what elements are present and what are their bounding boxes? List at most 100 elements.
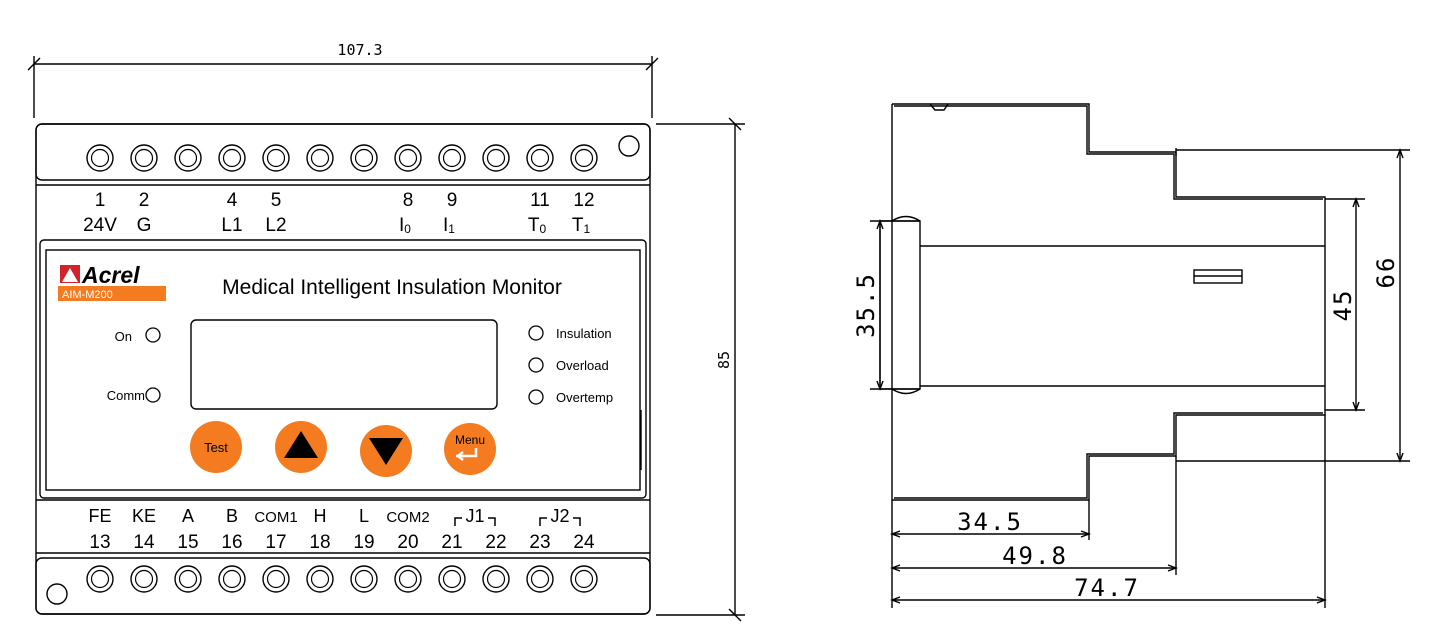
led-label-insulation: Insulation (556, 326, 612, 341)
terminal-screw-head (266, 569, 286, 589)
terminal-screw (130, 144, 158, 172)
terminal-screw-head (398, 569, 418, 589)
terminal-screw-head (574, 148, 594, 168)
menu-button[interactable]: Menu (444, 423, 496, 475)
front-panel (45, 249, 641, 491)
side-dim-66: 66 (1372, 256, 1400, 289)
relay-group-j2: J2 (550, 506, 569, 526)
terminal-screw-head (266, 148, 286, 168)
bottom-terminal-label: COM1 (254, 509, 297, 526)
top-terminal-number: 1 (95, 190, 106, 211)
terminal-screw-head (90, 148, 110, 168)
top-terminal-label: 24V (83, 215, 117, 236)
top-terminal-subscript: 0 (404, 222, 411, 236)
corner-screw (618, 135, 640, 157)
bottom-terminal-label: KE (132, 506, 156, 526)
menu-button-label: Menu (455, 433, 485, 447)
up-button[interactable] (275, 421, 327, 473)
top-terminal-label: G (137, 215, 152, 236)
side-dim-74-7: 74.7 (1074, 574, 1140, 602)
bottom-terminal-number: 13 (89, 532, 110, 553)
top-terminal-number: 4 (227, 190, 238, 211)
terminal-screw (218, 565, 246, 593)
terminal-screw-head (530, 148, 550, 168)
terminal-screw (350, 144, 378, 172)
led-on-indicator (145, 327, 161, 343)
terminal-screw-head (222, 148, 242, 168)
up-arrow-icon (284, 431, 318, 458)
terminal-screw-head (310, 148, 330, 168)
terminal-screw-head (354, 148, 374, 168)
width-dimension-label: 107.3 (337, 41, 382, 59)
test-button-label: Test (204, 440, 228, 455)
corner-screw (46, 583, 68, 605)
side-dim-34-5: 34.5 (957, 508, 1023, 536)
terminal-screw (438, 565, 466, 593)
top-terminal-number: 8 (403, 190, 414, 211)
bottom-terminal-number: 15 (177, 532, 198, 553)
terminal-screw (130, 565, 158, 593)
terminal-screw (350, 565, 378, 593)
led-overload-indicator (528, 357, 544, 373)
top-terminal-number: 12 (573, 190, 594, 211)
top-terminal-subscript: 1 (583, 222, 590, 236)
led-label-comm: Comm (107, 388, 145, 403)
bottom-terminal-number: 19 (353, 532, 374, 553)
top-terminal-number: 5 (271, 190, 282, 211)
top-terminal-number: 2 (139, 190, 150, 211)
down-button[interactable] (360, 425, 412, 477)
side-front-block (879, 220, 921, 390)
terminal-screw (482, 565, 510, 593)
bottom-terminal-number: 18 (309, 532, 330, 553)
led-label-overtemp: Overtemp (556, 390, 613, 405)
led-label-on: On (115, 329, 132, 344)
terminal-screw-head (486, 148, 506, 168)
terminal-screw-head (178, 148, 198, 168)
side-profile-outline (870, 103, 1410, 608)
bottom-terminal-label: H (314, 506, 327, 526)
terminal-screw-head (574, 569, 594, 589)
terminal-screw-head (442, 569, 462, 589)
down-arrow-icon (369, 438, 403, 465)
relay-group-j1: J1 (465, 506, 484, 526)
led-overtemp-indicator (528, 389, 544, 405)
bottom-terminal-screws (86, 565, 598, 593)
terminal-screw-head (90, 569, 110, 589)
bottom-terminal-number: 23 (529, 532, 550, 553)
bottom-terminal-label: FE (88, 506, 111, 526)
terminal-screw (570, 144, 598, 172)
terminal-screw-head (442, 148, 462, 168)
top-terminal-subscript: 1 (448, 222, 455, 236)
terminal-screw (526, 144, 554, 172)
terminal-screw-head (398, 148, 418, 168)
top-terminal-label: L1 (221, 215, 242, 236)
top-terminal-number: 9 (447, 190, 458, 211)
terminal-screw-head (486, 569, 506, 589)
side-dim-35-5: 35.5 (852, 272, 880, 338)
top-terminal-number: 11 (530, 190, 550, 211)
bottom-terminal-label: B (226, 506, 238, 526)
height-dimension-label: 85 (715, 351, 733, 369)
terminal-screw (394, 144, 422, 172)
terminal-screw (86, 144, 114, 172)
terminal-screw (570, 565, 598, 593)
bottom-terminal-label: A (182, 506, 194, 526)
bottom-terminal-number: 22 (485, 532, 506, 553)
test-button[interactable]: Test (190, 421, 242, 473)
top-terminal-subscript: 0 (539, 222, 546, 236)
terminal-screw-head (134, 148, 154, 168)
bottom-terminal-number: 24 (573, 532, 595, 553)
terminal-screw-head (354, 569, 374, 589)
terminal-screw (174, 565, 202, 593)
terminal-screw-head (222, 569, 242, 589)
terminal-screw (526, 565, 554, 593)
top-terminal-screws (86, 144, 598, 172)
terminal-screw (394, 565, 422, 593)
product-title: Medical Intelligent Insulation Monitor (222, 276, 562, 299)
model-badge (58, 286, 166, 301)
model-name: AIM-M200 (62, 289, 113, 301)
side-dim-49-8: 49.8 (1002, 542, 1068, 570)
brand-name: Acrel (81, 262, 140, 288)
